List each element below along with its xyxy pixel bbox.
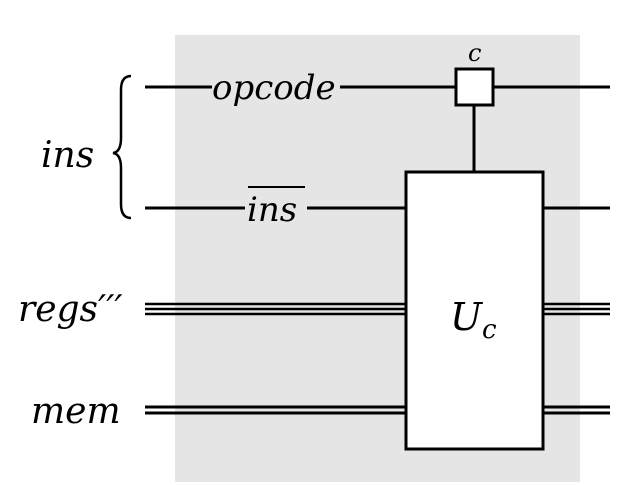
control-label: c bbox=[468, 39, 481, 67]
gate-label: Uc bbox=[450, 295, 497, 345]
label-mem: mem bbox=[31, 391, 121, 432]
gate-uc bbox=[404, 170, 545, 451]
label-ins-group: ins bbox=[41, 135, 94, 176]
gate-label-sub: c bbox=[482, 315, 497, 345]
label-regs: regs′′′ bbox=[18, 289, 123, 330]
control-box bbox=[454, 67, 495, 107]
ins-brace bbox=[112, 74, 132, 220]
opcode-label: opcode bbox=[212, 68, 336, 108]
mem-wire bbox=[145, 405, 610, 415]
regs-wire bbox=[145, 302, 610, 316]
ins-bar-label: ins bbox=[247, 190, 297, 230]
gate-label-base: U bbox=[450, 295, 484, 339]
